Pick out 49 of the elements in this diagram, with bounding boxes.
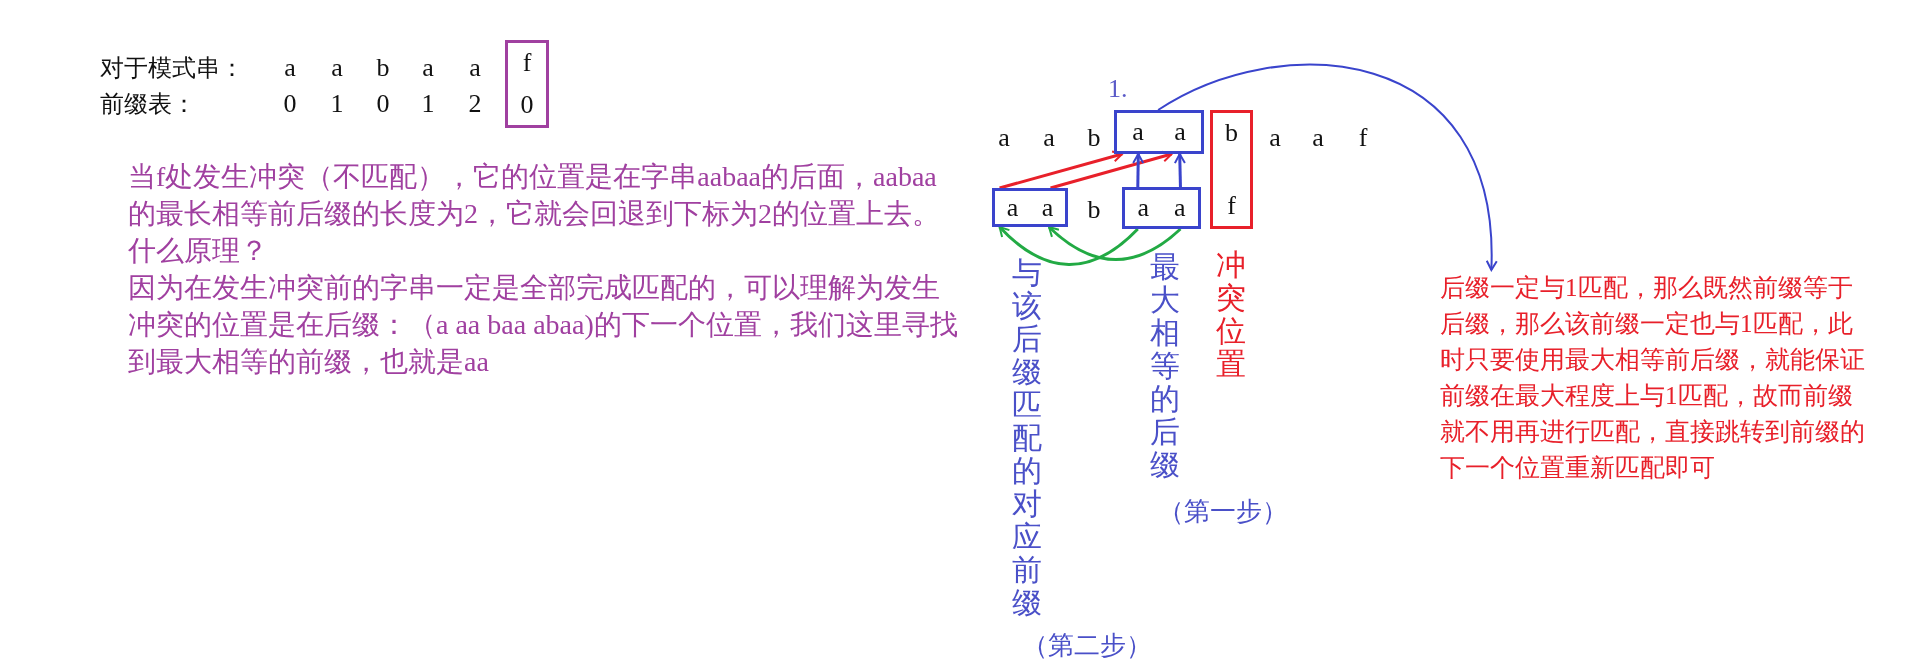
highlight-frame (505, 40, 549, 128)
letter: f (522, 47, 532, 79)
text-label: 对于模式串： (100, 54, 244, 83)
text-label: f (1358, 122, 1368, 154)
text-label: 1. (1108, 74, 1128, 104)
paragraph: 因为在发生冲突前的字串一定是全部完成匹配的，可以理解为发生冲突的位置是在后缀：（a aa baa abaa)的下一个位置，我们这里寻找到最大相等的前缀，也就是aa (128, 271, 959, 379)
arrow (1157, 63, 1497, 271)
text-label: b (1087, 194, 1101, 226)
text-label: b (1087, 122, 1101, 154)
text-label: 1 (330, 88, 344, 120)
text-label: a (1269, 122, 1281, 154)
arrow (1173, 153, 1186, 188)
letter: f (1227, 190, 1236, 222)
text-label: 2 (468, 88, 482, 120)
vertical-caption: 最大相等的后缀 (1150, 250, 1180, 481)
letter: a (1006, 191, 1019, 224)
highlight-frame (1210, 110, 1253, 229)
text-label: 前缀表： (100, 90, 196, 119)
arrow (1132, 153, 1145, 188)
letter: a (1174, 116, 1186, 148)
arrow (1048, 225, 1182, 261)
text-label: a (1312, 122, 1324, 154)
text-label: a (331, 52, 343, 84)
highlight-frame (992, 188, 1068, 227)
letter: 0 (520, 89, 534, 121)
text-label: 0 (376, 88, 390, 120)
text-label: a (1043, 122, 1055, 154)
paragraph: 当f处发生冲突（不匹配），它的位置是在字串aabaa的后面，aabaa的最长相等前后缀的长度为2，它就会回退到下标为2的位置上去。什么原理？ (128, 160, 941, 268)
text-label: a (469, 52, 481, 84)
highlight-frame (1114, 110, 1204, 154)
vertical-caption: 冲突位置 (1216, 248, 1246, 380)
text-label: （第一步） (1158, 496, 1288, 528)
text-label: a (998, 122, 1010, 154)
text-label: （第二步） (1022, 630, 1152, 662)
text-label: a (284, 52, 296, 84)
letter: a (1132, 116, 1144, 148)
letter: a (1137, 192, 1149, 224)
vertical-caption: 与该后缀匹配的对应前缀 (1012, 256, 1042, 619)
highlight-frame (1122, 187, 1201, 229)
letter: b (1225, 117, 1238, 149)
letter: a (1041, 191, 1054, 224)
letter: a (1173, 192, 1186, 224)
arrow (998, 225, 1139, 266)
text-label: 1 (421, 88, 435, 120)
arrow (999, 150, 1124, 190)
note-text: 后缀一定与1匹配，那么既然前缀等于后缀，那么该前缀一定也与1匹配，此时只要使用最大相等前后缀，就能保证前缀在最大程度上与1匹配，故而前缀就不用再进行匹配，直接跳转到前缀的下一个位置重新匹配即可 (1440, 274, 1865, 481)
text-label: a (422, 52, 434, 84)
text-label: 0 (283, 88, 297, 120)
text-label: b (376, 52, 390, 84)
